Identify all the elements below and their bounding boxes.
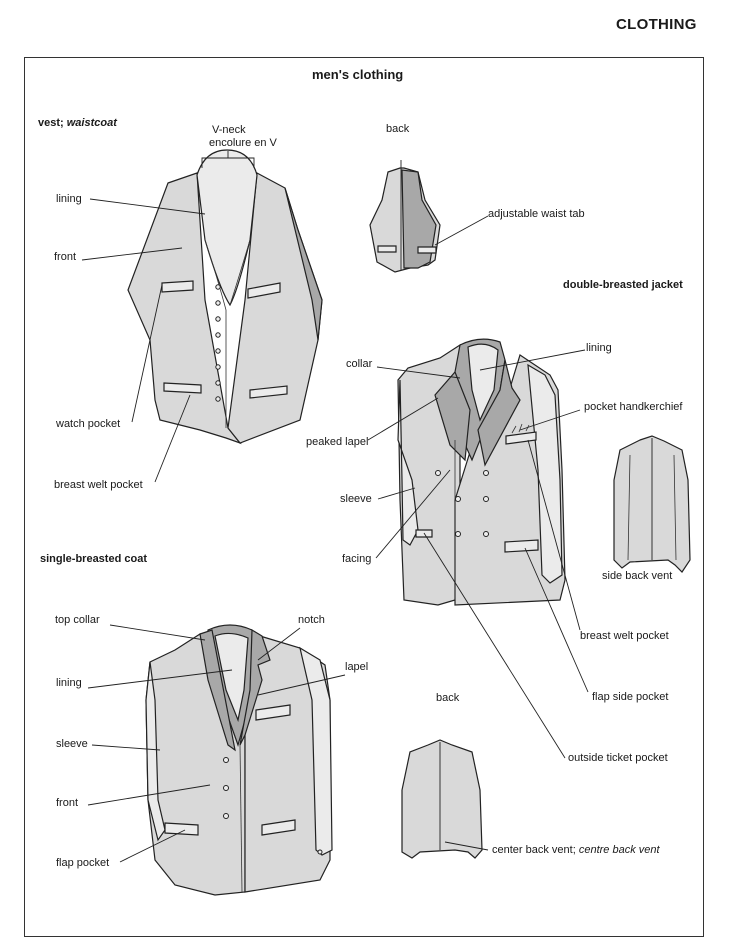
diagram-frame — [24, 57, 704, 937]
leader-lines — [81, 198, 589, 863]
single-breasted-heading: single-breasted coat — [40, 553, 147, 565]
label-flap-side-pocket: flap side pocket — [592, 691, 669, 703]
vest-heading-alt: waistcoat — [66, 117, 117, 129]
label-vneck-french: encolure en V — [209, 137, 277, 149]
label-coat-lining: lining — [56, 677, 82, 689]
label-vest-breast-welt-pocket: breast welt pocket — [54, 479, 143, 491]
label-pocket-handkerchief: pocket handkerchief — [584, 401, 683, 413]
double-breasted-back-drawing — [613, 435, 691, 573]
label-vest-back: back — [386, 123, 410, 135]
label-lapel: lapel — [345, 661, 369, 673]
centre-back-vent-alt: centre back vent — [578, 844, 660, 856]
label-adjustable-waist-tab: adjustable waist tab — [488, 208, 585, 220]
label-peaked-lapel: peaked lapel — [306, 436, 369, 448]
label-collar: collar — [346, 358, 373, 370]
diagram-title: men's clothing — [312, 67, 404, 82]
label-outside-ticket-pocket: outside ticket pocket — [568, 752, 668, 764]
vest-back-drawing — [369, 160, 441, 273]
double-breasted-heading: double-breasted jacket — [563, 279, 683, 291]
vest-front-drawing — [127, 149, 323, 445]
label-jacket-breast-welt-pocket: breast welt pocket — [580, 630, 669, 642]
label-top-collar: top collar — [55, 614, 100, 626]
label-watch-pocket: watch pocket — [56, 418, 121, 430]
label-notch: notch — [298, 614, 325, 626]
label-center-back-vent: center back vent; centre back vent — [492, 844, 660, 857]
label-coat-front: front — [56, 797, 79, 809]
jacket-buttons — [435, 470, 489, 537]
label-coat-sleeve: sleeve — [56, 738, 88, 750]
vest-heading-text: vest; — [38, 117, 67, 129]
double-breasted-jacket-drawing — [397, 338, 566, 606]
label-vneck: V-neck — [212, 124, 246, 136]
coat-buttons — [223, 757, 229, 819]
label-vest-lining: lining — [56, 193, 82, 205]
label-jacket-lining: lining — [586, 342, 612, 354]
label-side-back-vent: side back vent — [602, 570, 673, 582]
vest-heading: vest; waistcoat — [38, 117, 117, 129]
label-jacket-sleeve: sleeve — [340, 493, 372, 505]
label-coat-back: back — [436, 692, 460, 704]
center-back-vent-text: center back vent; — [492, 844, 579, 856]
label-flap-pocket: flap pocket — [56, 857, 110, 869]
label-facing: facing — [342, 553, 372, 565]
label-vest-front: front — [54, 251, 77, 263]
vest-buttons — [215, 284, 221, 402]
section-header: CLOTHING — [616, 16, 697, 33]
single-breasted-back-drawing — [401, 739, 483, 859]
single-breasted-coat-drawing — [145, 624, 333, 896]
